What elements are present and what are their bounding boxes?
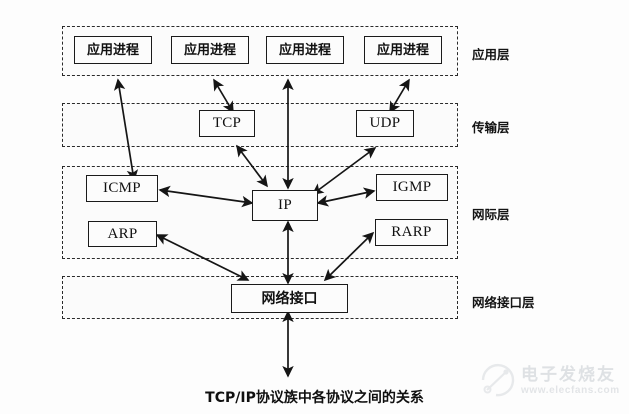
node-label: 应用进程: [278, 42, 331, 58]
node-label: IGMP: [392, 179, 432, 195]
node-rarp[interactable]: RARP: [375, 219, 448, 246]
node-app-process-4[interactable]: 应用进程: [364, 36, 442, 64]
node-icmp[interactable]: ICMP: [86, 175, 158, 202]
node-label: RARP: [391, 224, 432, 240]
diagram-caption: TCP/IP协议族中各协议之间的关系: [205, 390, 424, 406]
watermark-url: www.elecfans.com: [521, 385, 620, 396]
watermark: 电子发烧友 www.elecfans.com: [477, 354, 623, 410]
node-network-interface[interactable]: 网络接口: [231, 284, 348, 313]
node-ip[interactable]: IP: [252, 190, 318, 221]
node-label: 应用进程: [183, 42, 236, 58]
node-app-process-3[interactable]: 应用进程: [266, 36, 344, 64]
layer-label-transport: 传输层: [472, 120, 510, 135]
watermark-logo-icon: [481, 363, 515, 397]
node-udp[interactable]: UDP: [356, 110, 414, 137]
node-label: 网络接口: [261, 290, 318, 307]
node-tcp[interactable]: TCP: [199, 110, 255, 137]
layer-label-internet: 网际层: [472, 207, 510, 222]
node-label: IP: [278, 197, 292, 213]
layer-label-network-interface: 网络接口层: [472, 295, 535, 310]
layer-label-application: 应用层: [472, 47, 510, 62]
watermark-text: 电子发烧友: [521, 365, 616, 385]
node-label: UDP: [369, 115, 401, 131]
node-label: ARP: [107, 225, 138, 242]
node-igmp[interactable]: IGMP: [376, 174, 448, 201]
node-label: 应用进程: [376, 42, 429, 58]
node-label: ICMP: [103, 180, 141, 196]
node-arp[interactable]: ARP: [88, 221, 157, 247]
node-app-process-2[interactable]: 应用进程: [171, 36, 249, 64]
node-label: TCP: [212, 115, 242, 131]
node-label: 应用进程: [86, 42, 139, 58]
node-app-process-1[interactable]: 应用进程: [74, 36, 152, 64]
